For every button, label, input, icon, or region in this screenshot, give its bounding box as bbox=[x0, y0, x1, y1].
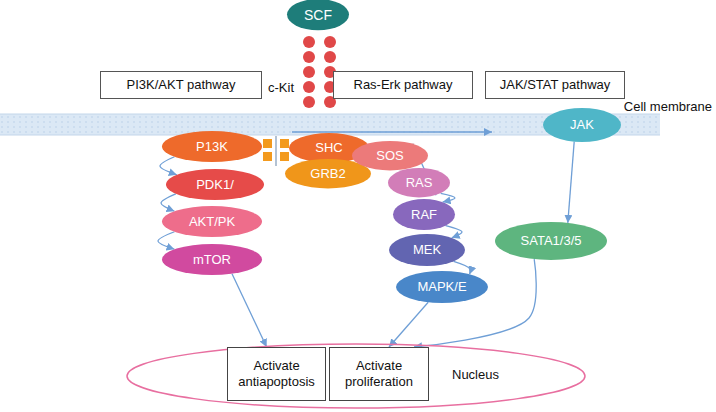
outcome-box: Activate antiapoptosis bbox=[227, 347, 326, 401]
ellipse-outline bbox=[352, 141, 428, 170]
signal-connector bbox=[441, 193, 455, 202]
node-text: JAK/STAT pathway bbox=[500, 77, 611, 93]
node-text: RAF bbox=[411, 207, 437, 223]
node-text: Nucleus bbox=[452, 367, 499, 383]
node-text: SATA1/3/5 bbox=[521, 233, 582, 249]
receptor-label: c-Kit bbox=[268, 80, 294, 95]
pathway-box: JAK/STAT pathway bbox=[485, 71, 625, 99]
signal-connector bbox=[568, 142, 574, 223]
protein-ellipse: SOS bbox=[352, 141, 428, 170]
node-text: SCF bbox=[304, 7, 332, 24]
pathway-box: Ras-Erk pathway bbox=[333, 71, 473, 99]
ellipse-outline bbox=[166, 169, 264, 200]
protein-ellipse: SATA1/3/5 bbox=[495, 222, 607, 260]
node-text: MEK bbox=[413, 242, 441, 258]
node-text: JAK bbox=[570, 117, 594, 133]
node-text: PDK1/ bbox=[196, 177, 234, 193]
ellipse-outline bbox=[396, 271, 488, 303]
pathway-box: PI3K/AKT pathway bbox=[100, 71, 262, 99]
signal-connector bbox=[446, 226, 462, 238]
membrane-label: Cell membrane bbox=[624, 99, 712, 114]
ellipse-outline bbox=[389, 234, 465, 266]
node-text: mTOR bbox=[193, 252, 231, 268]
protein-ellipse: MAPK/E bbox=[396, 271, 488, 303]
signal-connector bbox=[160, 157, 177, 175]
node-text: Activate antiapoptosis bbox=[234, 358, 319, 389]
ellipse-outline bbox=[162, 244, 262, 275]
ellipse-outline bbox=[162, 131, 262, 162]
node-text: SHC bbox=[315, 140, 342, 156]
ellipse-outline bbox=[162, 206, 262, 237]
signal-connector bbox=[389, 302, 428, 347]
node-text: GRB2 bbox=[310, 166, 345, 182]
signal-connector bbox=[161, 194, 176, 211]
nucleus-outline: Nucleus Activate antiapoptosis Activate pr… bbox=[126, 343, 586, 409]
protein-ellipse: P13K bbox=[162, 131, 262, 162]
protein-ellipse: JAK bbox=[543, 108, 621, 142]
ellipse-outline bbox=[287, 0, 349, 31]
node-text: Activate proliferation bbox=[336, 358, 422, 389]
protein-ellipse: RAS bbox=[388, 168, 450, 197]
ellipse-outline bbox=[495, 222, 607, 260]
node-text: RAS bbox=[406, 175, 433, 191]
protein-ellipse: PDK1/ bbox=[166, 169, 264, 200]
signal-arrow bbox=[292, 131, 492, 132]
node-text: AKT/PK bbox=[189, 214, 235, 230]
ellipse-outline bbox=[127, 344, 585, 408]
ellipse-outline bbox=[388, 168, 450, 197]
node-text: MAPK/E bbox=[417, 279, 466, 295]
ellipse-outline bbox=[543, 108, 621, 142]
receptor-stem bbox=[275, 136, 277, 166]
ellipse-outline bbox=[393, 199, 455, 230]
receptor-domain bbox=[303, 36, 336, 108]
signal-connector bbox=[232, 274, 267, 347]
protein-ellipse: AKT/PK bbox=[162, 206, 262, 237]
phospho-site bbox=[263, 139, 289, 161]
node-text: PI3K/AKT pathway bbox=[127, 77, 236, 93]
node-text: SOS bbox=[376, 148, 403, 164]
ligand-ellipse: SCF bbox=[287, 0, 349, 31]
node-text: Ras-Erk pathway bbox=[354, 77, 453, 93]
protein-ellipse: mTOR bbox=[162, 244, 262, 275]
protein-ellipse: MEK bbox=[389, 234, 465, 266]
outcome-box: Activate proliferation bbox=[329, 347, 429, 401]
node-text: P13K bbox=[196, 139, 228, 155]
protein-ellipse: RAF bbox=[393, 199, 455, 230]
signal-connector bbox=[158, 232, 175, 249]
